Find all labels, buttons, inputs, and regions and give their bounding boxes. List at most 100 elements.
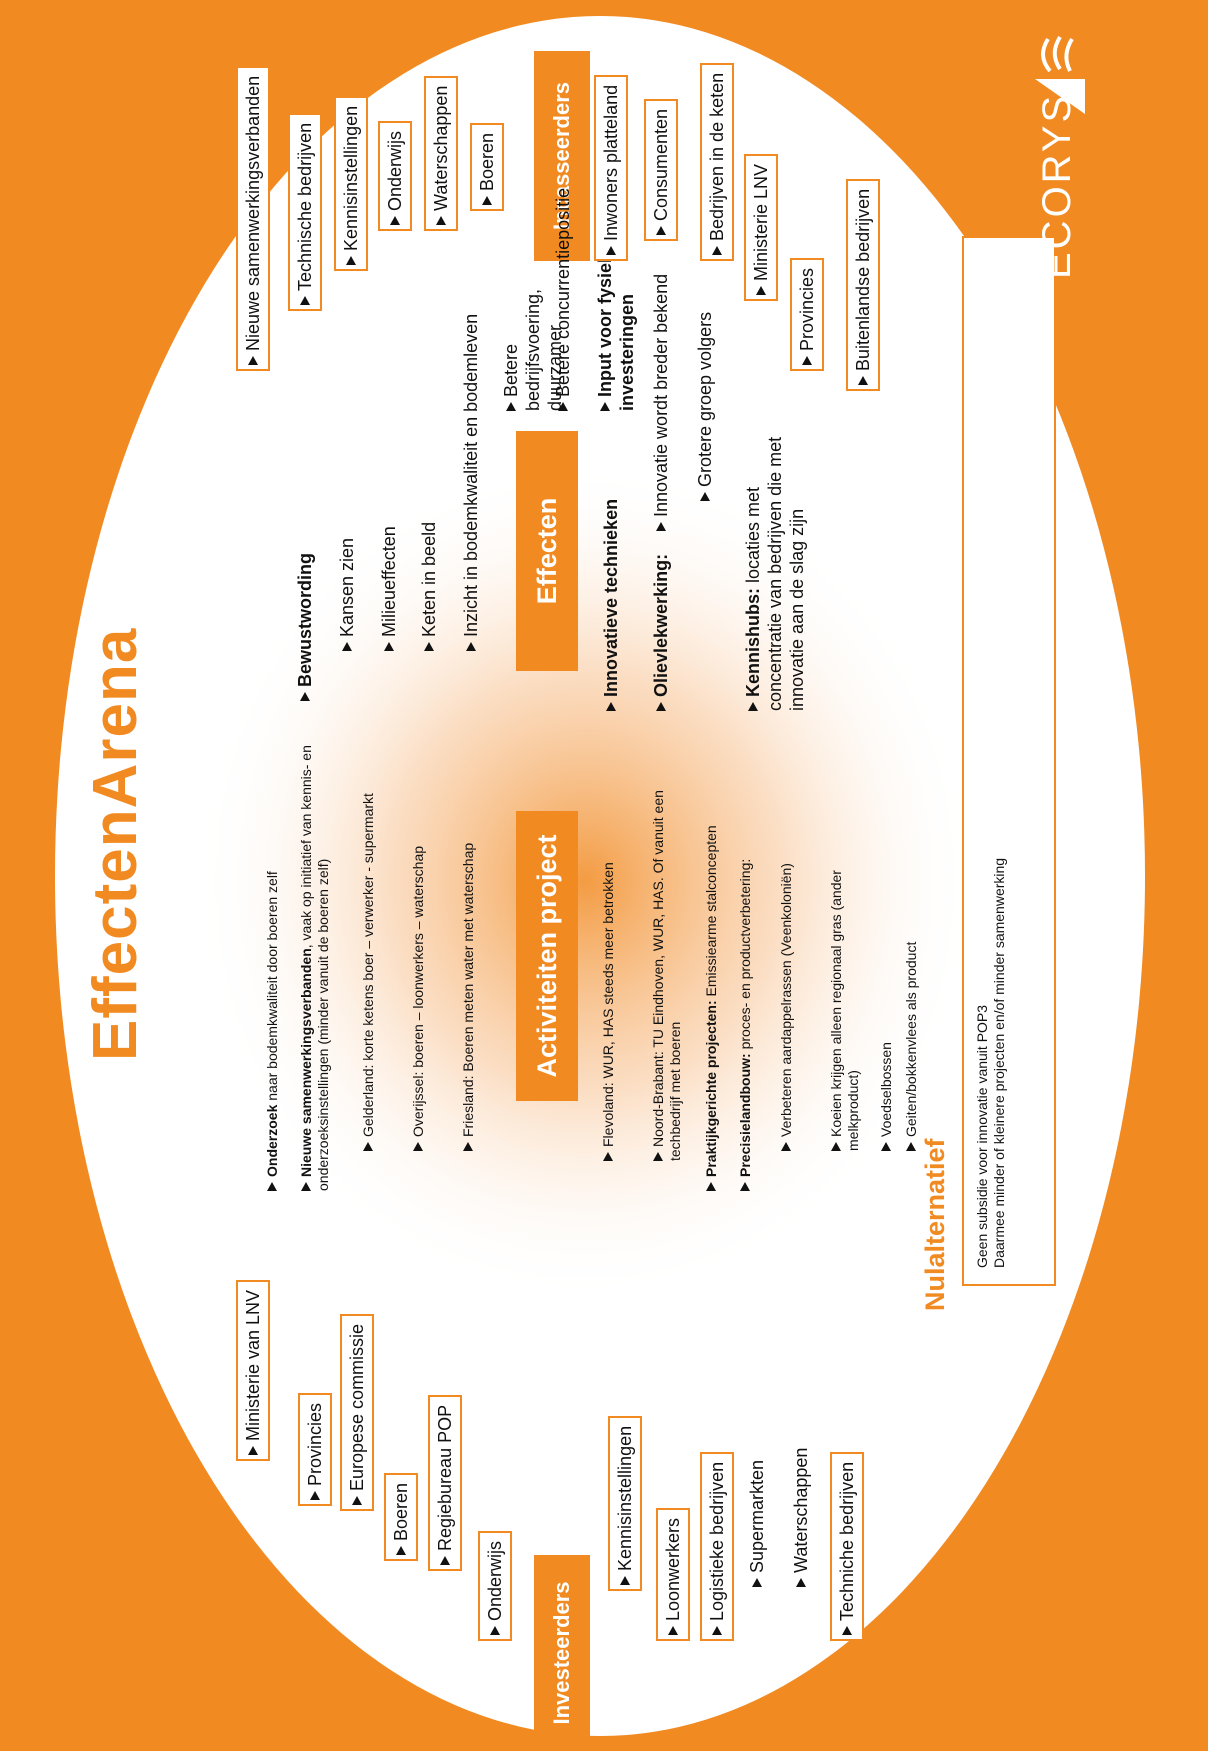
triangle-bullet-icon [300, 692, 311, 701]
item-label: Ministerie LNV [751, 163, 771, 281]
item-text: Innovatie wordt breder bekend [651, 273, 671, 517]
triangle-bullet-icon [310, 1491, 321, 1500]
triangle-bullet-icon [781, 1142, 792, 1151]
investeerder-item: Logistieke bedrijven [700, 1451, 734, 1641]
effect-heading: Innovatieve technieken [600, 499, 622, 711]
item-label: Inwoners platteland [601, 84, 621, 241]
investeerder-item: Europese commissie [340, 1313, 374, 1511]
triangle-bullet-icon [706, 1182, 717, 1191]
effect-subitem: Betere concurrentiepositie [552, 188, 574, 411]
item-label: Waterschappen [791, 1447, 811, 1573]
triangle-bullet-icon [606, 702, 617, 711]
item-label: Boeren [477, 132, 497, 191]
investeerder-item: Supermarkten [742, 1452, 772, 1591]
item-label: Boeren [391, 1482, 411, 1541]
activiteit-item: Precisielandbouw: proces- en productverb… [737, 691, 754, 1191]
incasseerder-item: Boeren [470, 122, 504, 211]
effect-subitem: Inzicht in bodemkwaliteit en bodemleven [460, 314, 482, 651]
triangle-bullet-icon [413, 1142, 424, 1151]
investeerders-header: Investeerders [534, 1555, 590, 1751]
item-label: Kennisinstellingen [341, 105, 361, 251]
effect-subitem: Kansen zien [336, 538, 358, 651]
incasseerder-item: Nieuwe samenwerkingsverbanden [236, 65, 270, 371]
triangle-bullet-icon [842, 1626, 853, 1635]
triangle-bullet-icon [748, 702, 759, 711]
triangle-bullet-icon [656, 702, 667, 711]
triangle-bullet-icon [653, 1152, 664, 1161]
triangle-bullet-icon [831, 1142, 842, 1151]
item-label: Provincies [797, 267, 817, 351]
item-text: Gelderland: korte ketens boer – verwerke… [360, 793, 376, 1137]
incasseerder-item: Technische bedrijven [288, 112, 322, 311]
page-title: EffectenArena [81, 627, 150, 1061]
item-text: Voedselbossen [878, 1042, 894, 1137]
item-label: Technische bedrijven [295, 122, 315, 291]
triangle-bullet-icon [436, 216, 447, 225]
investeerder-item: Loonwerkers [656, 1507, 690, 1641]
triangle-bullet-icon [363, 1142, 374, 1151]
incasseerder-item: Onderwijs [378, 120, 412, 231]
item-label: Ministerie van LNV [243, 1289, 263, 1441]
activiteit-subitem: Gelderland: korte ketens boer – verwerke… [360, 791, 377, 1151]
triangle-bullet-icon [463, 1142, 474, 1151]
effect-subitem: Grotere groep volgers [694, 312, 716, 501]
triangle-bullet-icon [700, 492, 711, 501]
triangle-bullet-icon [802, 356, 813, 365]
triangle-bullet-icon [490, 1626, 501, 1635]
triangle-bullet-icon [390, 216, 401, 225]
triangle-bullet-icon [603, 1152, 614, 1161]
incasseerder-item: Bedrijven in de keten [700, 62, 734, 261]
item-text: Friesland: Boeren meten water met waters… [460, 842, 476, 1137]
triangle-bullet-icon [352, 1496, 363, 1505]
item-label: Kennisinstellingen [615, 1425, 635, 1571]
item-text: Milieueffecten [379, 526, 399, 637]
activiteit-item: Onderzoek naar bodemkwaliteit door boere… [264, 711, 281, 1191]
effect-heading: Bewustwording [294, 553, 316, 701]
investeerder-item: Regiebureau POP [428, 1394, 462, 1571]
item-text: Betere concurrentiepositie [553, 187, 573, 397]
item-label: Buitenlandse bedrijven [853, 188, 873, 371]
nulalternatief-line: Daarmee minder of kleinere projecten en/… [991, 857, 1007, 1268]
incasseerder-item: Provincies [790, 257, 824, 371]
triangle-bullet-icon [482, 196, 493, 205]
item-bold: Praktijkgerichte projecten: [703, 1000, 719, 1177]
item-text: Geiten/bokkenvlees als product [903, 941, 919, 1137]
triangle-bullet-icon [656, 226, 667, 235]
item-label: Consumenten [651, 108, 671, 221]
item-label: Onderwijs [485, 1540, 505, 1621]
effect-subitem: Keten in beeld [418, 522, 440, 651]
incasseerder-item: Waterschappen [424, 75, 458, 231]
triangle-bullet-icon [342, 642, 353, 651]
triangle-bullet-icon [466, 642, 477, 651]
triangle-bullet-icon [248, 356, 259, 365]
incasseerder-item: Ministerie LNV [744, 153, 778, 301]
item-text: Verbeteren aardappelrassen (Veenkoloniën… [778, 863, 794, 1137]
item-bold: Precisielandbouw: [737, 1053, 753, 1177]
activiteit-subitem: Verbeteren aardappelrassen (Veenkoloniën… [778, 851, 795, 1151]
effecten-header: Effecten [516, 431, 578, 671]
triangle-bullet-icon [606, 246, 617, 255]
triangle-bullet-icon [620, 1576, 631, 1585]
triangle-bullet-icon [881, 1142, 892, 1151]
triangle-bullet-icon [752, 1578, 763, 1587]
triangle-bullet-icon [740, 1182, 751, 1191]
investeerder-item: Boeren [384, 1472, 418, 1561]
item-bold: Onderzoek [264, 1104, 280, 1177]
item-text: Keten in beeld [419, 521, 439, 637]
item-text: proces- en productverbetering: [737, 858, 753, 1054]
triangle-bullet-icon [668, 1626, 679, 1635]
activiteit-subitem: Overijssel: boeren – loonwerkers – water… [410, 791, 427, 1151]
triangle-bullet-icon [756, 286, 767, 295]
item-label: Techniche bedrijven [837, 1461, 857, 1621]
item-text: Kansen zien [337, 537, 357, 637]
nulalternatief-line: Geen subsidie voor innovatie vanuit POP3 [974, 1004, 990, 1268]
incasseerder-item: Inwoners platteland [594, 74, 628, 261]
ecorys-logo-icon [1035, 35, 1085, 114]
triangle-bullet-icon [906, 1142, 917, 1151]
ecorys-logo: ECORYS [1035, 92, 1079, 279]
item-label: Regiebureau POP [435, 1404, 455, 1551]
triangle-bullet-icon [600, 402, 611, 411]
item-label: Provincies [305, 1402, 325, 1486]
